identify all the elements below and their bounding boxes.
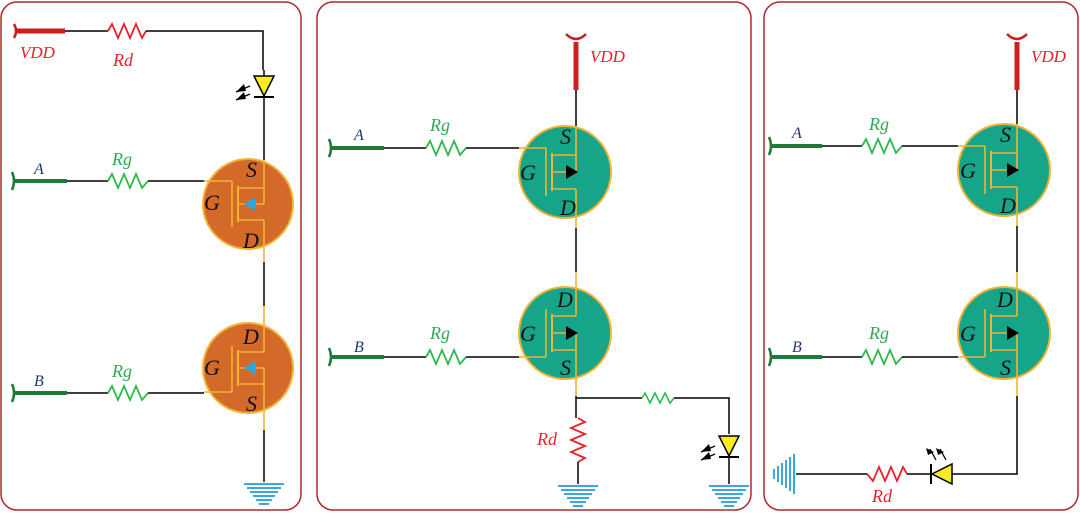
led bbox=[926, 448, 953, 486]
led bbox=[235, 70, 276, 101]
gate-resistor-a bbox=[425, 138, 467, 158]
input-a-label: A bbox=[33, 161, 44, 178]
led bbox=[700, 435, 741, 461]
input-b-label: B bbox=[792, 339, 802, 356]
vdd-label: VDD bbox=[20, 43, 56, 62]
pin-label: S bbox=[246, 391, 257, 416]
ground-icon bbox=[709, 485, 749, 507]
panel-left-border bbox=[0, 1, 302, 511]
nmos-transistor-bottom: D G S bbox=[518, 272, 612, 396]
panel-right: VDD S G D A Rg bbox=[763, 1, 1079, 511]
vdd-terminal bbox=[1006, 33, 1028, 90]
rd-label: Rd bbox=[536, 429, 558, 449]
pin-label: S bbox=[246, 157, 257, 182]
ground-icon bbox=[244, 483, 284, 505]
rg-label: Rg bbox=[429, 115, 450, 135]
pmos-arrow-icon bbox=[244, 197, 256, 211]
input-b-terminal bbox=[327, 347, 384, 367]
panel-right-border bbox=[763, 1, 1079, 511]
rg-label: Rg bbox=[111, 361, 132, 381]
nmos-arrow-icon bbox=[1007, 163, 1019, 177]
rg-label: Rg bbox=[111, 149, 132, 169]
pin-label: D bbox=[996, 287, 1013, 312]
pmos-transistor-bottom: D G S bbox=[202, 306, 294, 430]
ground-icon bbox=[773, 454, 795, 494]
input-b-label: B bbox=[354, 339, 364, 356]
pin-label: D bbox=[242, 228, 259, 253]
pin-label: S bbox=[1000, 355, 1011, 380]
panel-left: VDD Rd S G bbox=[0, 1, 302, 511]
pin-label: D bbox=[999, 193, 1016, 218]
pin-label: S bbox=[1000, 122, 1011, 147]
drain-resistor bbox=[107, 21, 147, 41]
panel-middle-border bbox=[316, 1, 752, 511]
input-a-terminal bbox=[10, 171, 67, 191]
nmos-transistor-bottom: D G S bbox=[957, 272, 1051, 396]
rg-label: Rg bbox=[429, 323, 450, 343]
pin-label: G bbox=[960, 158, 976, 183]
input-a-label: A bbox=[353, 127, 364, 144]
pin-label: D bbox=[242, 324, 259, 349]
vdd-terminal bbox=[565, 33, 587, 90]
input-a-terminal bbox=[767, 136, 822, 156]
pmos-arrow-icon bbox=[244, 361, 256, 375]
input-b-terminal bbox=[767, 347, 822, 367]
nmos-transistor-top: S G D bbox=[957, 122, 1051, 226]
input-b-terminal bbox=[10, 383, 67, 403]
input-a-terminal bbox=[327, 138, 384, 158]
nmos-arrow-icon bbox=[1007, 326, 1019, 340]
vdd-label: VDD bbox=[590, 47, 626, 66]
drain-resistor bbox=[866, 464, 908, 484]
gate-resistor-b bbox=[425, 347, 467, 367]
rg-label: Rg bbox=[868, 114, 889, 134]
pin-label: G bbox=[960, 321, 976, 346]
led-resistor bbox=[641, 391, 675, 405]
pin-label: S bbox=[560, 355, 571, 380]
gate-resistor-b bbox=[861, 347, 903, 367]
ground-icon bbox=[558, 485, 598, 507]
pin-label: G bbox=[520, 321, 536, 346]
nmos-arrow-icon bbox=[566, 326, 578, 340]
gate-resistor-a bbox=[107, 171, 149, 191]
pin-label: D bbox=[559, 195, 576, 220]
nmos-arrow-icon bbox=[566, 165, 578, 179]
nmos-transistor-top: S G D bbox=[518, 124, 612, 228]
pin-label: D bbox=[556, 287, 573, 312]
rd-label: Rd bbox=[112, 50, 134, 70]
gate-resistor-a bbox=[861, 136, 903, 156]
input-a-label: A bbox=[791, 125, 802, 142]
vdd-label: VDD bbox=[1031, 47, 1067, 66]
pin-label: G bbox=[520, 160, 536, 185]
pin-label: S bbox=[560, 124, 571, 149]
drain-resistor bbox=[568, 417, 588, 463]
vdd-terminal bbox=[12, 23, 65, 39]
input-b-label: B bbox=[34, 373, 44, 390]
gate-resistor-b bbox=[107, 383, 149, 403]
rg-label: Rg bbox=[868, 323, 889, 343]
pin-label: G bbox=[204, 190, 220, 215]
rd-label: Rd bbox=[871, 486, 893, 506]
panel-middle: VDD S G D A Rg bbox=[316, 1, 752, 511]
pin-label: G bbox=[204, 355, 220, 380]
pmos-transistor-top: S G D bbox=[202, 157, 294, 262]
